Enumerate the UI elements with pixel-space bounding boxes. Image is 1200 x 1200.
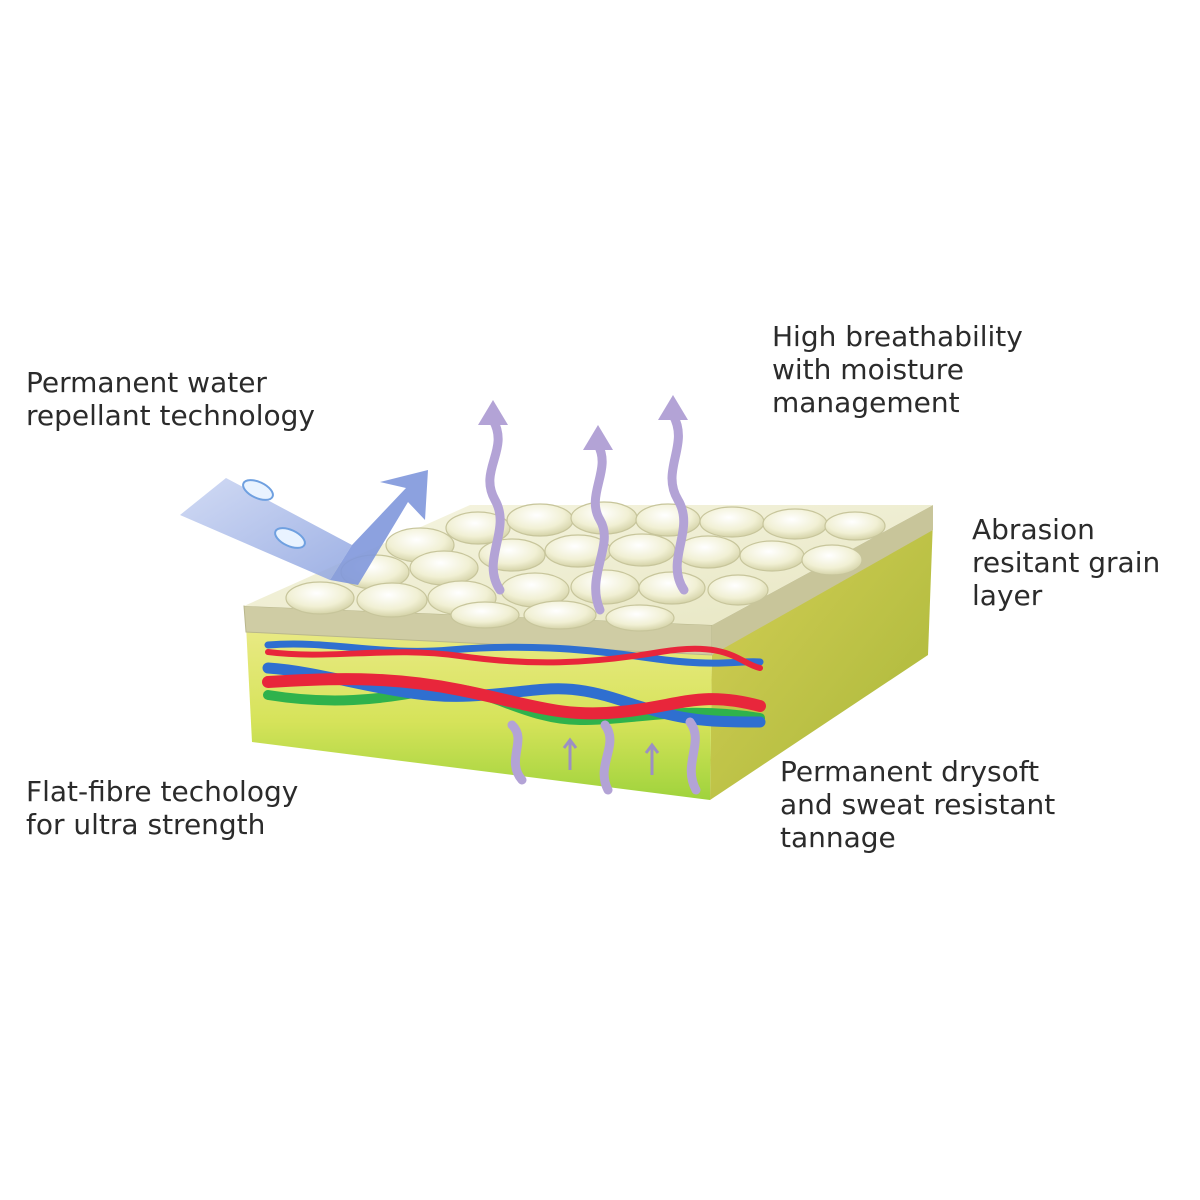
water-droplet-icon bbox=[242, 479, 274, 501]
label-line: Abrasion bbox=[972, 513, 1095, 546]
slab-front-core bbox=[246, 625, 712, 800]
fibre-red bbox=[262, 673, 766, 720]
label-line: Permanent water bbox=[26, 366, 267, 399]
vapor-arrow-bottom-2 bbox=[599, 720, 615, 795]
arrowhead-icon bbox=[583, 425, 613, 450]
vapor-arrow-right bbox=[667, 410, 689, 595]
label-line: management bbox=[772, 386, 960, 419]
up-arrow-icon bbox=[562, 737, 578, 770]
label-breathability: High breathability with moisture managem… bbox=[772, 320, 1023, 419]
label-line: repellant technology bbox=[26, 399, 315, 432]
fibre-blue-top bbox=[264, 640, 764, 667]
slab-side-face bbox=[710, 520, 933, 800]
label-line: Permanent drysoft bbox=[780, 755, 1040, 788]
label-line: tannage bbox=[780, 821, 896, 854]
arrowhead-icon bbox=[478, 400, 508, 425]
flat-fibres bbox=[262, 640, 766, 728]
label-water-repellant: Permanent water repellant technology bbox=[26, 366, 315, 432]
vapor-arrow-left bbox=[485, 415, 505, 595]
small-up-arrows bbox=[562, 737, 660, 775]
label-line: for ultra strength bbox=[26, 808, 266, 841]
vapor-arrowheads bbox=[478, 395, 688, 450]
label-drysoft-tannage: Permanent drysoft and sweat resistant ta… bbox=[780, 755, 1055, 854]
water-repellant-arrow bbox=[180, 470, 428, 585]
grain-bumps bbox=[285, 501, 886, 632]
fibre-red-top bbox=[265, 645, 763, 671]
arrowhead-icon bbox=[658, 395, 688, 420]
vapor-arrow-bottom-1 bbox=[507, 720, 527, 785]
up-arrow-icon bbox=[644, 742, 660, 775]
water-droplet-icon-2 bbox=[274, 527, 306, 549]
label-line: Flat-fibre techology bbox=[26, 775, 299, 808]
label-line: with moisture bbox=[772, 353, 964, 386]
vapor-arrow-center bbox=[590, 440, 609, 615]
water-arrow-incoming bbox=[180, 478, 352, 580]
vapor-arrow-bottom-3 bbox=[685, 717, 701, 795]
label-line: resitant grain bbox=[972, 546, 1161, 579]
vapor-arrows bbox=[485, 410, 701, 795]
label-flat-fibre: Flat-fibre techology for ultra strength bbox=[26, 775, 298, 841]
water-arrow-outgoing bbox=[330, 470, 428, 585]
label-line: layer bbox=[972, 579, 1043, 612]
label-line: High breathability bbox=[772, 320, 1023, 353]
grain-layer-side-edge bbox=[712, 505, 933, 655]
label-line: and sweat resistant bbox=[780, 788, 1056, 821]
label-abrasion-grain: Abrasion resitant grain layer bbox=[972, 513, 1160, 612]
